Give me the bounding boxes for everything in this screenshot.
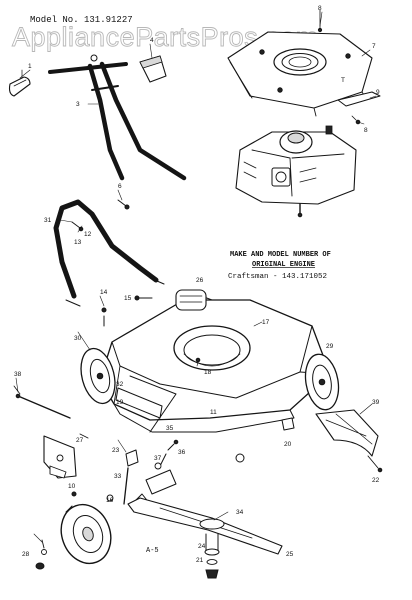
engine-shroud: T (227, 9, 381, 125)
callout-label: 15 (124, 295, 132, 302)
callout-label: 38 (14, 371, 22, 378)
callout-label: 34 (236, 509, 244, 516)
callout-label: 36 (178, 449, 186, 456)
callout-label: 39 (372, 399, 380, 406)
engine-note: MAKE AND MODEL NUMBER OF ORIGINAL ENGINE… (228, 251, 331, 281)
callout-label: 14 (100, 289, 108, 296)
callout-label: 8 (318, 5, 322, 12)
callout-label: 32 (116, 381, 124, 388)
svg-text:T: T (341, 77, 345, 84)
callout-label: 27 (76, 437, 84, 444)
callout-label: 13 (74, 239, 82, 246)
callout-labels: 1 3 4 6 7 8 8 9 10 11 12 13 14 15 16 17 … (14, 5, 380, 564)
engine-note-heading-1: MAKE AND MODEL NUMBER OF (230, 251, 331, 259)
callout-label: 7 (372, 43, 376, 50)
wheel-hardware (35, 491, 114, 570)
rear-left-wheel (80, 347, 116, 405)
callout-label: 11 (210, 409, 217, 416)
callout-label: 25 (286, 551, 294, 558)
callout-label: 31 (44, 217, 52, 224)
callout-label: 6 (118, 183, 122, 190)
height-bracket (43, 433, 89, 479)
callout-label: 12 (84, 231, 92, 238)
callout-label: 4 (150, 37, 154, 44)
rear-right-wheel (304, 353, 340, 411)
callout-label: 9 (376, 89, 380, 96)
callout-label: 26 (196, 277, 204, 284)
callout-label: 35 (166, 425, 174, 432)
leader-lines (15, 11, 377, 543)
callout-label: 24 (198, 543, 206, 550)
handle-grip (8, 69, 31, 97)
callout-label: 33 (114, 473, 122, 480)
blade-adapter (199, 518, 225, 579)
lower-handle (53, 199, 165, 307)
upper-handle (48, 54, 187, 181)
callout-label: 16 (106, 497, 114, 504)
height-adjuster (123, 439, 179, 505)
engine (235, 125, 357, 218)
height-rod (13, 385, 71, 419)
engine-model-line: Craftsman - 143.171052 (228, 273, 327, 281)
figure-code: A-5 (146, 547, 159, 555)
callout-label: 8 (364, 127, 368, 134)
callout-label: 20 (284, 441, 292, 448)
callout-label: 29 (326, 343, 334, 350)
callout-label: 10 (68, 483, 76, 490)
callout-label: 22 (372, 477, 380, 484)
handle-hardware (71, 199, 153, 327)
callout-label: 21 (196, 557, 204, 564)
engine-note-heading-2: ORIGINAL ENGINE (252, 261, 315, 269)
front-wheel (60, 503, 112, 565)
callout-label: 30 (74, 335, 82, 342)
callout-label: 3 (76, 101, 80, 108)
misc-hardware (195, 357, 295, 463)
callout-label: 37 (154, 455, 162, 462)
callout-label: 18 (204, 369, 212, 376)
callout-label: 1 (28, 63, 32, 70)
callout-label: 28 (22, 551, 30, 558)
handle-knob (139, 55, 167, 83)
model-label: Model No. 131.91227 (30, 15, 133, 25)
callout-label: 23 (112, 447, 120, 454)
callout-label: 19 (116, 399, 124, 406)
rear-chute (315, 409, 383, 473)
callout-label: 17 (262, 319, 270, 326)
